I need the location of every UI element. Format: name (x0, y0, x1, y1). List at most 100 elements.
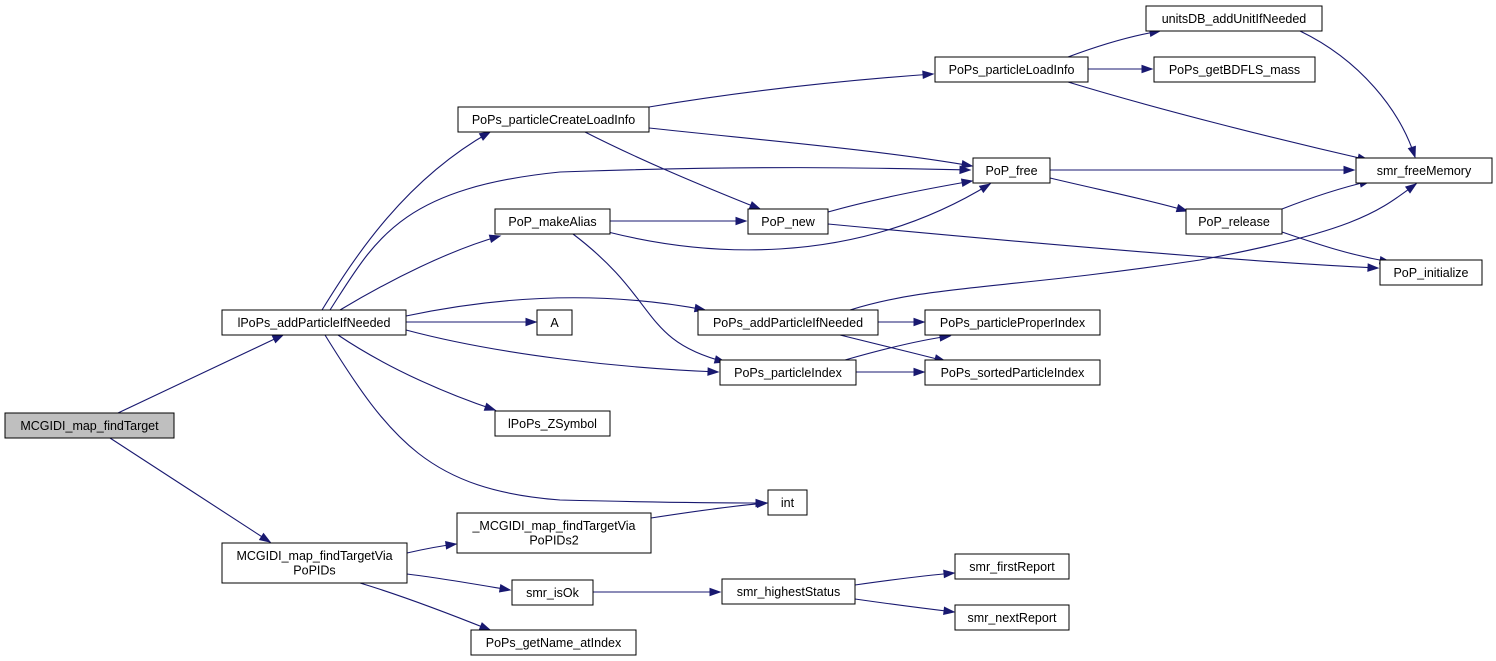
edge-PoP_makeAlias-to-PoP_free (607, 183, 991, 251)
node-label: PoPIDs2 (529, 534, 578, 548)
node-PoP_release[interactable]: PoP_release (1185, 208, 1283, 235)
node-box (697, 309, 879, 336)
node-box (1355, 157, 1493, 184)
edge-mcgidi_map_findTarget-to-MCGIDI_map_findTargetViaPoPIDs (109, 437, 271, 543)
node-box (456, 512, 652, 554)
node-box (221, 309, 407, 336)
node-label: smr_isOk (526, 586, 580, 600)
arrowhead (1407, 145, 1416, 159)
node-box (721, 578, 856, 605)
node-PoP_new[interactable]: PoP_new (747, 208, 829, 235)
arrowhead (258, 532, 272, 543)
node-box (494, 410, 611, 437)
node-smr_firstReport[interactable]: smr_firstReport (954, 553, 1070, 580)
node-PoPs_particleIndex[interactable]: PoPs_particleIndex (719, 359, 857, 386)
node-label: PoPs_addParticleIfNeeded (713, 316, 863, 330)
node-box (221, 542, 408, 584)
node-smr_nextReport[interactable]: smr_nextReport (954, 604, 1070, 631)
edge-PoPs_particleCreateLoadInfo-to-PoP_free (648, 127, 973, 167)
edge-smr_highestStatus-to-smr_nextReport (854, 598, 955, 613)
node-PoP_initialize[interactable]: PoP_initialize (1379, 259, 1483, 286)
node-smr_highestStatus[interactable]: smr_highestStatus (721, 578, 856, 605)
edge-PoP_new-to-PoP_free (827, 180, 973, 213)
node-smr_isOk[interactable]: smr_isOk (511, 579, 594, 606)
node-box (934, 56, 1089, 83)
node-box (767, 489, 808, 516)
arrowhead (756, 499, 769, 509)
edge-mcgidi_map_findTarget-to-lPoPs_addParticleIfNeeded (117, 334, 284, 414)
arrowhead (1141, 64, 1154, 74)
node-unitsDB_addUnitIfNeeded[interactable]: unitsDB_addUnitIfNeeded (1145, 5, 1323, 32)
edge-lPoPs_addParticleIfNeeded-to-PoPs_particleCreateLoadInfo (321, 131, 491, 311)
edge-lPoPs_addParticleIfNeeded-to-int (324, 334, 767, 504)
edge-lPoPs_addParticleIfNeeded-to-PoPs_particleIndex (405, 329, 719, 373)
node-label: PoPs_particleLoadInfo (949, 63, 1075, 77)
node-box (1145, 5, 1323, 32)
node-label: PoPs_particleProperIndex (940, 316, 1086, 330)
arrowhead (445, 541, 458, 550)
edge-unitsDB_addUnitIfNeeded-to-smr_freeMemory (1299, 30, 1416, 158)
call-graph-edges (109, 28, 1418, 631)
node-PoP_makeAlias[interactable]: PoP_makeAlias (494, 208, 611, 235)
node-box (924, 359, 1101, 386)
node-PoPs_particleLoadInfo[interactable]: PoPs_particleLoadInfo (934, 56, 1089, 83)
node-box (1153, 56, 1316, 83)
arrowhead (978, 183, 992, 194)
node-label: PoPs_getBDFLS_mass (1169, 63, 1300, 77)
node-box (747, 208, 829, 235)
arrowhead (1404, 183, 1418, 194)
edge-MCGIDI_map_findTargetViaPoPIDs-to-smr_isOk (406, 573, 511, 591)
node-PoPs_particleProperIndex[interactable]: PoPs_particleProperIndex (924, 309, 1101, 336)
node-int[interactable]: int (767, 489, 808, 516)
node-PoPs_getName_atIndex[interactable]: PoPs_getName_atIndex (470, 629, 637, 656)
edge-lPoPs_addParticleIfNeeded-to-PoP_makeAlias (339, 235, 501, 311)
edge-MCGIDI_map_findTargetViaPoPIDs-to-PoPs_getName_atIndex (359, 582, 491, 631)
arrowhead (1175, 203, 1189, 213)
edge-PoPs_particleCreateLoadInfo-to-PoP_new (584, 131, 761, 210)
node-label: _MCGIDI_map_findTargetVia (471, 519, 635, 533)
node-label: smr_nextReport (968, 611, 1057, 625)
node-box (4, 412, 175, 439)
arrowhead (943, 569, 956, 579)
node-box (954, 553, 1070, 580)
node-box (1185, 208, 1283, 235)
edge-PoP_makeAlias-to-PoPs_particleIndex (572, 233, 726, 363)
edge-PoP_release-to-smr_freeMemory (1281, 180, 1371, 210)
node-box (1379, 259, 1483, 286)
node-lPoPs_addParticleIfNeeded[interactable]: lPoPs_addParticleIfNeeded (221, 309, 407, 336)
node-A[interactable]: A (536, 309, 573, 336)
node-label: lPoPs_addParticleIfNeeded (238, 316, 391, 330)
node-label: smr_freeMemory (1377, 164, 1472, 178)
arrowhead (748, 201, 762, 210)
node-PoPs_sortedParticleIndex[interactable]: PoPs_sortedParticleIndex (924, 359, 1101, 386)
edge-PoPs_particleLoadInfo-to-smr_freeMemory (1067, 81, 1369, 161)
node-label: MCGIDI_map_findTarget (20, 419, 159, 433)
node-label: int (781, 496, 795, 510)
node-label: unitsDB_addUnitIfNeeded (1162, 12, 1307, 26)
edge-lPoPs_addParticleIfNeeded-to-lPoPs_ZSymbol (337, 334, 496, 411)
node-PoP_free[interactable]: PoP_free (972, 157, 1051, 184)
arrowhead (709, 587, 722, 597)
edge-PoPs_particleLoadInfo-to-unitsDB_addUnitIfNeeded (1067, 30, 1161, 58)
node-PoPs_getBDFLS_mass[interactable]: PoPs_getBDFLS_mass (1153, 56, 1316, 83)
edge-PoPs_addParticleIfNeeded-to-PoPs_sortedParticleIndex (839, 334, 946, 362)
edge-lPoPs_addParticleIfNeeded-to-PoP_free (329, 167, 971, 311)
node-smr_freeMemory[interactable]: smr_freeMemory (1355, 157, 1493, 184)
node-label: MCGIDI_map_findTargetVia (236, 549, 392, 563)
node-label: PoPs_particleIndex (734, 366, 842, 380)
node-lPoPs_ZSymbol[interactable]: lPoPs_ZSymbol (494, 410, 611, 437)
node-mcgidi_map_findTarget[interactable]: MCGIDI_map_findTarget (4, 412, 175, 439)
arrowhead (483, 402, 497, 411)
node-box (954, 604, 1070, 631)
node-label: PoP_new (761, 215, 815, 229)
node-PoPs_particleCreateLoadInfo[interactable]: PoPs_particleCreateLoadInfo (457, 106, 650, 133)
node-label: PoPs_particleCreateLoadInfo (472, 113, 635, 127)
node-box (494, 208, 611, 235)
edge-PoP_free-to-PoP_release (1049, 177, 1188, 212)
arrowhead (707, 367, 720, 376)
node-PoPs_addParticleIfNeeded[interactable]: PoPs_addParticleIfNeeded (697, 309, 879, 336)
call-graph-nodes: MCGIDI_map_findTarget lPoPs_addParticleIf… (4, 5, 1493, 656)
edge-PoP_release-to-PoP_initialize (1281, 231, 1391, 263)
